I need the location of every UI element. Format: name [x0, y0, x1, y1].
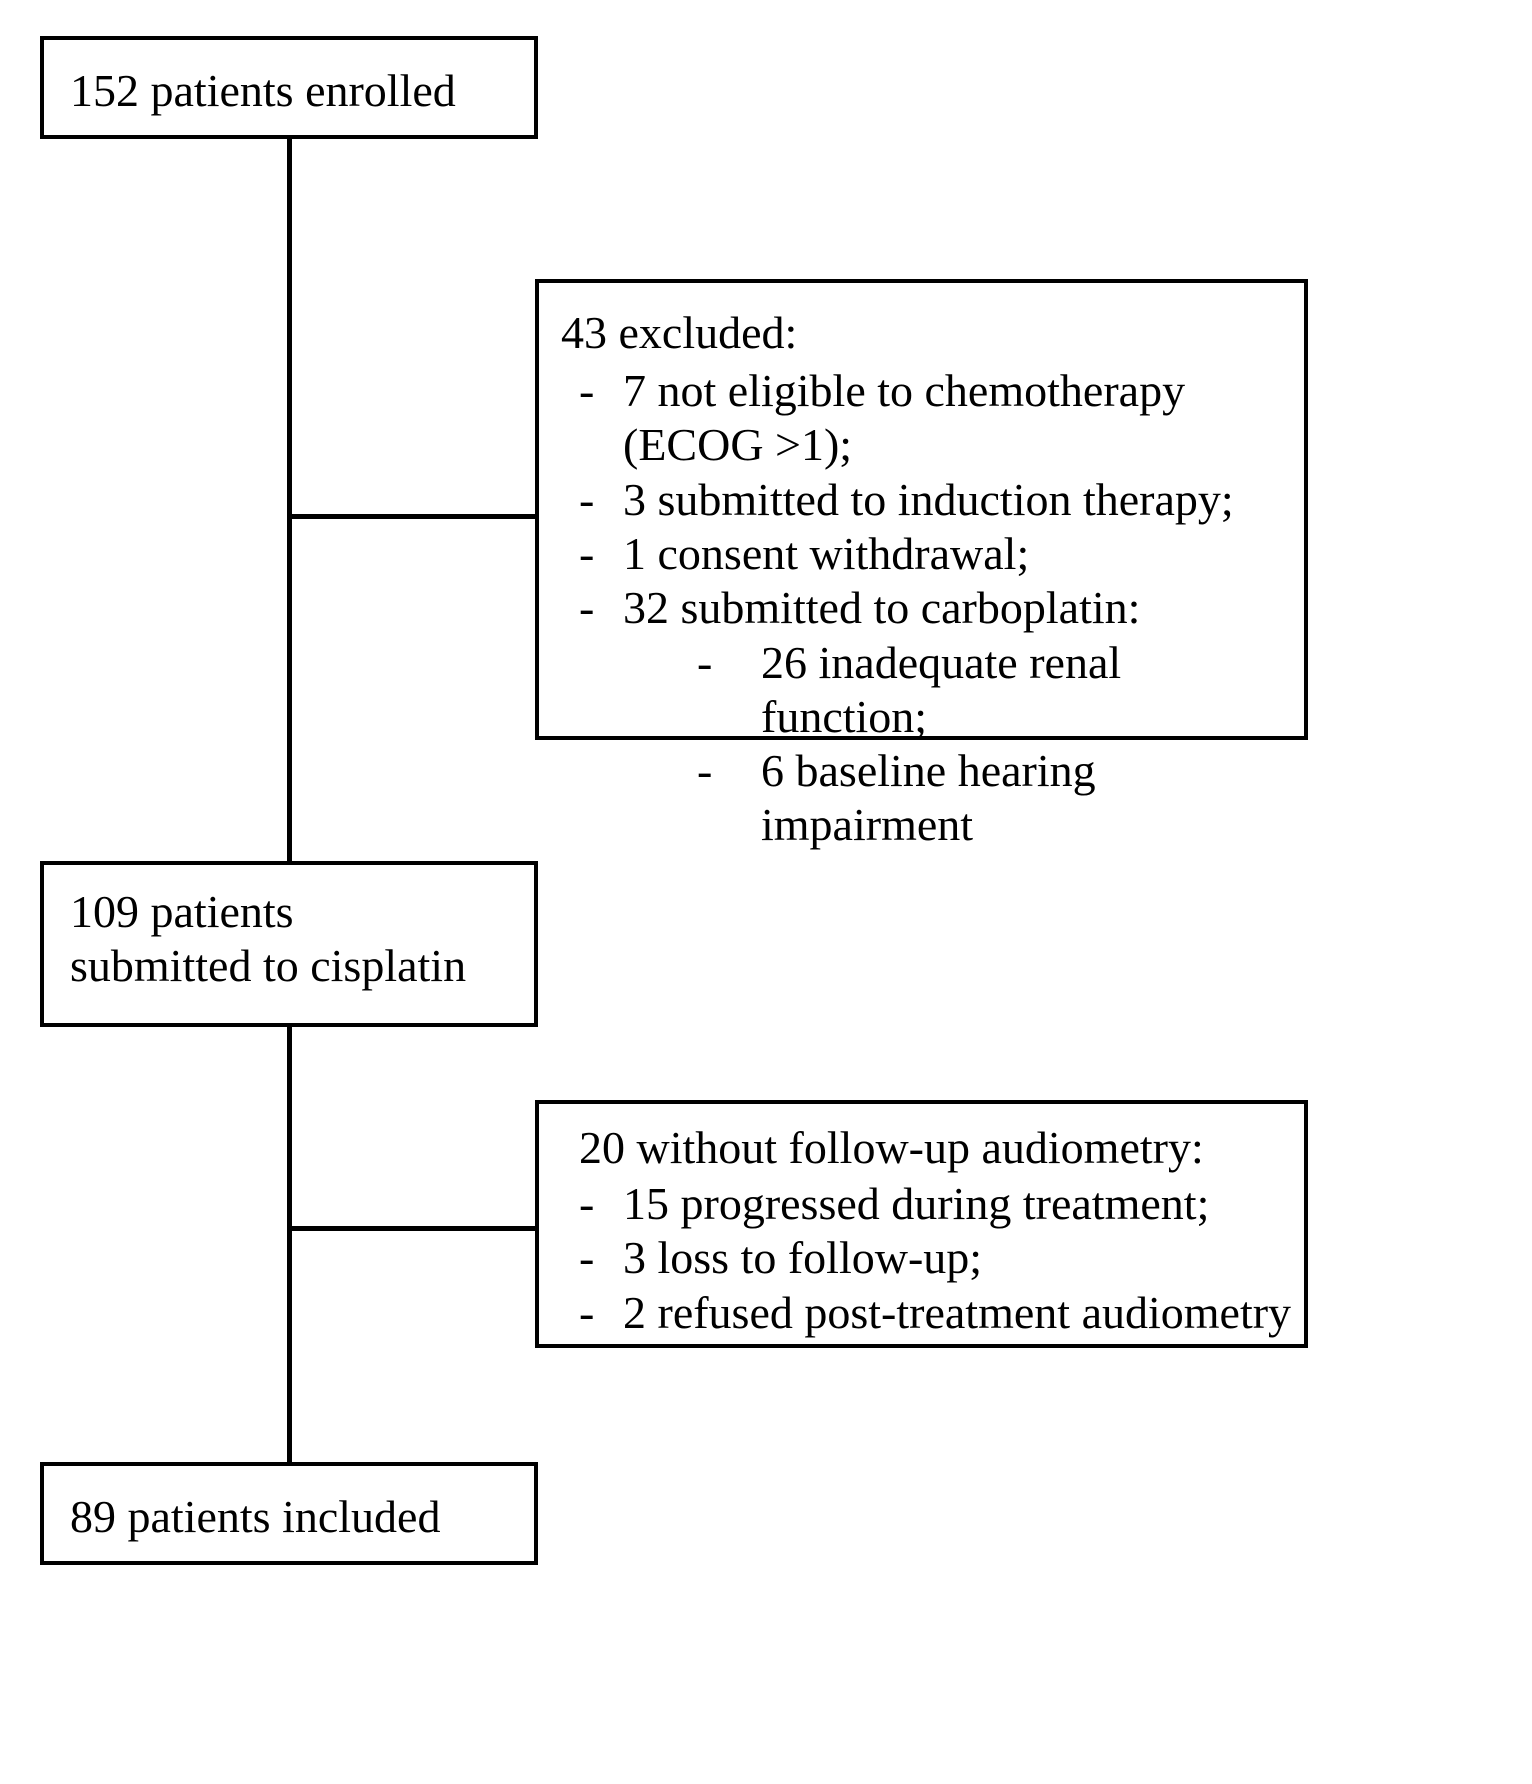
bullet-dash: - [579, 1178, 595, 1230]
node-no-followup-list: - 15 progressed during treatment; - 3 lo… [561, 1177, 1294, 1340]
bullet-text: 3 submitted to induction therapy; [623, 473, 1234, 525]
list-item: - 15 progressed during treatment; [561, 1177, 1294, 1231]
node-no-followup-header: 20 without follow-up audiometry: [579, 1122, 1204, 1173]
connector-cisplatin-to-included [287, 1027, 292, 1464]
list-item: - 3 submitted to induction therapy; [561, 473, 1290, 527]
bullet-dash: - [579, 582, 595, 634]
list-item-sub: - 6 baseline hearing impairment [561, 744, 1290, 853]
node-excluded: 43 excluded: - 7 not eligible to chemoth… [535, 279, 1308, 850]
node-cisplatin: 109 patients submitted to cisplatin [40, 861, 538, 1027]
bullet-text: 15 progressed during treatment; [623, 1178, 1210, 1230]
bullet-dash: - [579, 365, 595, 417]
node-included-label: 89 patients included [70, 1491, 441, 1542]
node-enrolled-label: 152 patients enrolled [70, 65, 456, 116]
node-cisplatin-label: 109 patients submitted to cisplatin [70, 886, 467, 992]
bullet-dash: - [697, 745, 713, 797]
node-enrolled: 152 patients enrolled [40, 36, 538, 139]
node-excluded-header: 43 excluded: [561, 307, 798, 358]
bullet-dash: - [579, 1232, 595, 1284]
bullet-text: 32 submitted to carboplatin: [623, 582, 1141, 634]
bullet-dash: - [579, 1286, 595, 1338]
bullet-text: 3 loss to follow-up; [623, 1232, 983, 1284]
node-excluded-list: - 7 not eligible to chemotherapy (ECOG >… [561, 364, 1290, 852]
bullet-dash: - [697, 636, 713, 688]
list-item: - 3 loss to follow-up; [561, 1231, 1294, 1285]
list-item: - 1 consent withdrawal; [561, 527, 1290, 581]
connector-branch-to-excluded [287, 514, 537, 519]
bullet-dash: - [579, 473, 595, 525]
bullet-text: 26 inadequate renal function; [761, 636, 1122, 742]
node-included: 89 patients included [40, 1462, 538, 1565]
list-item: - 2 refused post-treatment audiometry [561, 1286, 1294, 1340]
list-item: - 7 not eligible to chemotherapy (ECOG >… [561, 364, 1290, 473]
bullet-dash: - [579, 527, 595, 579]
bullet-text: 1 consent withdrawal; [623, 527, 1030, 579]
bullet-text: 2 refused post-treatment audiometry [623, 1286, 1292, 1338]
connector-enrolled-to-cisplatin [287, 139, 292, 863]
node-no-followup: 20 without follow-up audiometry: - 15 pr… [535, 1100, 1308, 1348]
bullet-text: 7 not eligible to chemotherapy (ECOG >1)… [623, 365, 1186, 471]
bullet-text: 6 baseline hearing impairment [761, 745, 1096, 851]
connector-branch-to-no-followup [287, 1226, 537, 1231]
list-item-sub: - 26 inadequate renal function; [561, 636, 1290, 745]
list-item: - 32 submitted to carboplatin: [561, 581, 1290, 635]
